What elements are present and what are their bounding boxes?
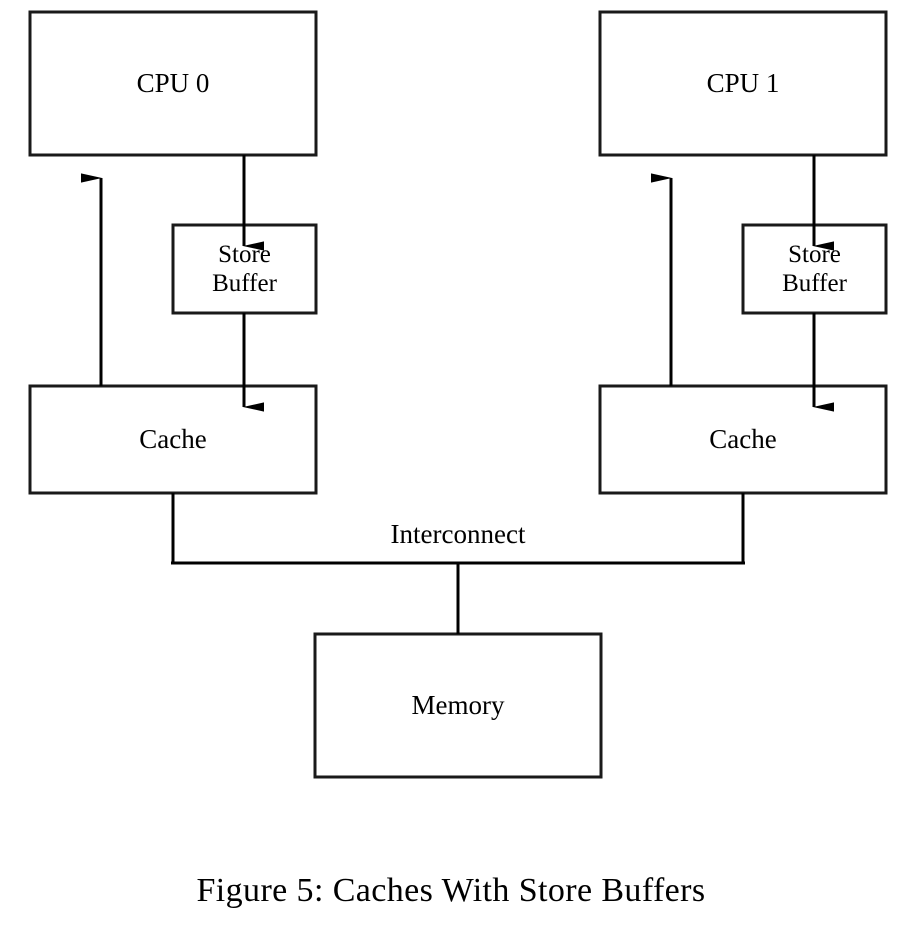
figure-caption: Figure 5: Caches With Store Buffers	[196, 872, 706, 909]
label-interconnect: Interconnect	[390, 519, 526, 549]
node-cache0	[28, 384, 318, 495]
node-cpu0	[28, 10, 318, 157]
node-cpu1	[598, 10, 888, 157]
node-memory	[313, 632, 603, 779]
node-cache1	[598, 384, 888, 495]
